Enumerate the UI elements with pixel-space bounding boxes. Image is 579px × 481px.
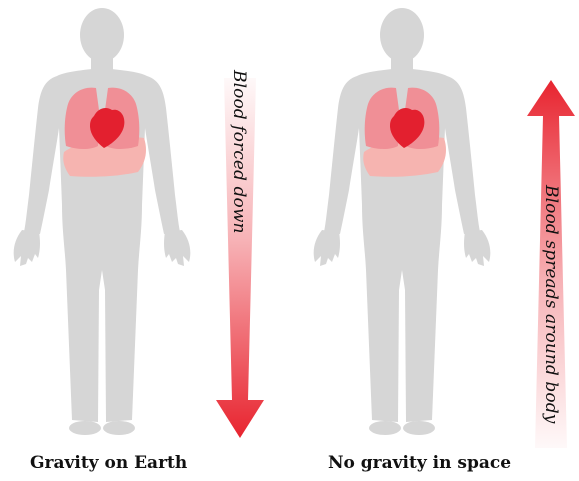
human-figure-space	[302, 0, 502, 440]
caption-no-gravity-in-space: No gravity in space	[328, 453, 511, 473]
blood-spreads-label: Blood spreads around body	[541, 185, 561, 423]
blood-forced-down-label: Blood forced down	[229, 70, 249, 234]
human-figure-earth	[2, 0, 202, 440]
caption-gravity-on-earth: Gravity on Earth	[30, 453, 187, 473]
body-silhouette	[14, 8, 191, 435]
body-silhouette	[314, 8, 491, 435]
